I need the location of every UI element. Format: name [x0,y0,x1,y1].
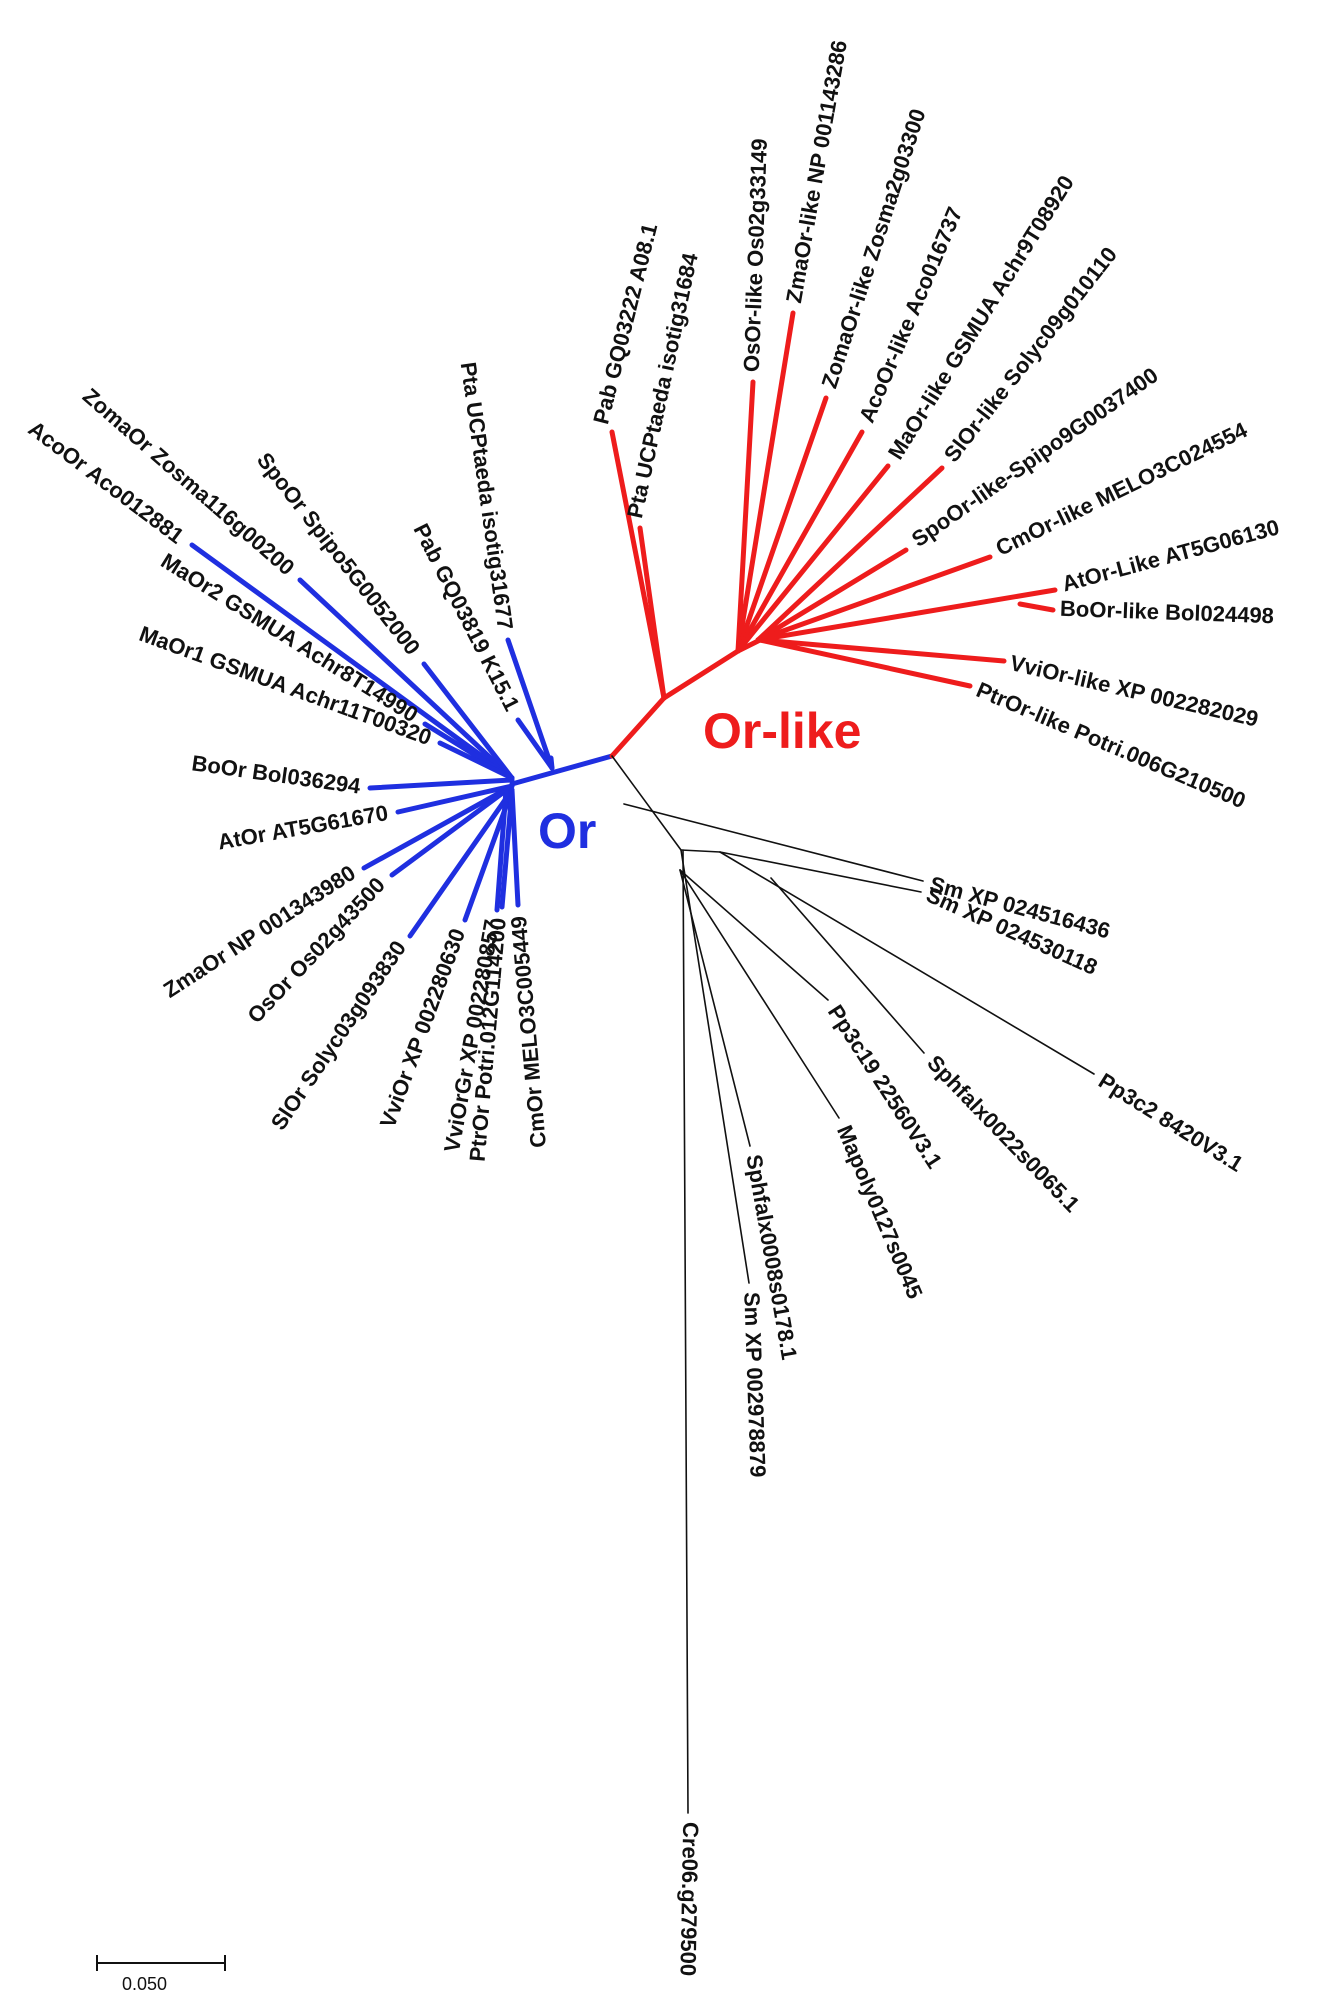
leaf-label-or-6: BoOr Bol036294 [190,750,363,799]
branch-or-like-angiosperm-stem [661,648,741,701]
leaf-label-orlike-11: AtOr-Like AT5G06130 [1059,514,1282,596]
clade-label-or-like: Or-like [703,703,861,759]
branch-orlike-13 [757,637,1007,664]
leaf-label-outgroup-4: Sphfalx0022s0065.1 [922,1050,1084,1217]
leaf-label-or-1: AcoOr Aco012881 [24,416,189,549]
leaf-label-orlike-5: ZomaOr-like Zosma2g03300 [817,106,931,392]
branch-or-7 [395,783,515,815]
branch-or-1 [189,542,515,781]
leaf-label-or-7: AtOr AT5G61670 [216,800,390,855]
branch-orlike-2 [637,525,667,701]
branch-outgroup-2 [719,851,922,893]
leaf-label-outgroup-3: Pp3c2 8420V3.1 [1094,1068,1247,1177]
leaf-label-orlike-4: ZmaOr-like NP 001143286 [781,38,852,305]
leaf-label-outgroup-9: Cre06.g279500 [675,1822,703,1977]
branch-orlike-8 [755,465,945,643]
scale-bar-label: 0.050 [122,1974,167,1993]
leaf-label-orlike-3: OsOr-like Os02g33149 [739,138,772,372]
leaf-label-outgroup-8: Sm XP 002978879 [739,1292,770,1478]
scale-bar: 0.050 [96,1955,226,1993]
branch-or-9 [389,783,515,878]
branch-or-5 [437,740,515,781]
branch-outgroup-4 [770,877,925,1054]
branch-or-16 [505,637,555,771]
branch-or-like-stem [609,695,667,759]
branch-orlike-10 [755,554,993,643]
branch-or-stem [509,753,615,787]
branch-orlike-4 [735,310,796,654]
branch-orlike-11 [755,587,1058,643]
branch-outgroup-inner [680,849,721,853]
branch-or-3 [421,661,515,781]
tree-branches [189,310,1095,1814]
leaf-label-or-14: CmOr MELO3C005449 [506,915,551,1149]
branch-outgroup-stem [611,755,682,851]
branch-outgroup-9 [682,849,689,1814]
branch-outgroup-8 [680,849,750,1284]
branch-orlike-14 [757,637,973,689]
branch-or-13 [499,787,515,910]
branch-or-2 [297,577,515,781]
branch-outgroup-5 [679,869,829,1001]
branch-outgroup-6 [679,869,840,1119]
clade-label-or: Or [538,803,596,859]
branch-or-10 [407,787,515,939]
branch-or-14 [509,787,521,908]
branch-or-6 [367,777,515,791]
branch-orlike-6 [735,429,865,654]
branch-or-12 [494,787,509,913]
branch-orlike-7 [735,463,891,654]
leaf-label-orlike-12: BoOr-like Bol024498 [1060,596,1275,628]
branch-or-15 [515,717,555,771]
branch-orlike-9 [755,547,909,643]
branch-outgroup-1 [623,803,924,882]
branch-outgroup-3 [719,851,1095,1075]
branch-or-8 [361,783,515,871]
branch-orlike-3 [735,379,756,654]
branch-orlike-12 [1017,601,1056,613]
branch-orlike-5 [735,395,829,654]
